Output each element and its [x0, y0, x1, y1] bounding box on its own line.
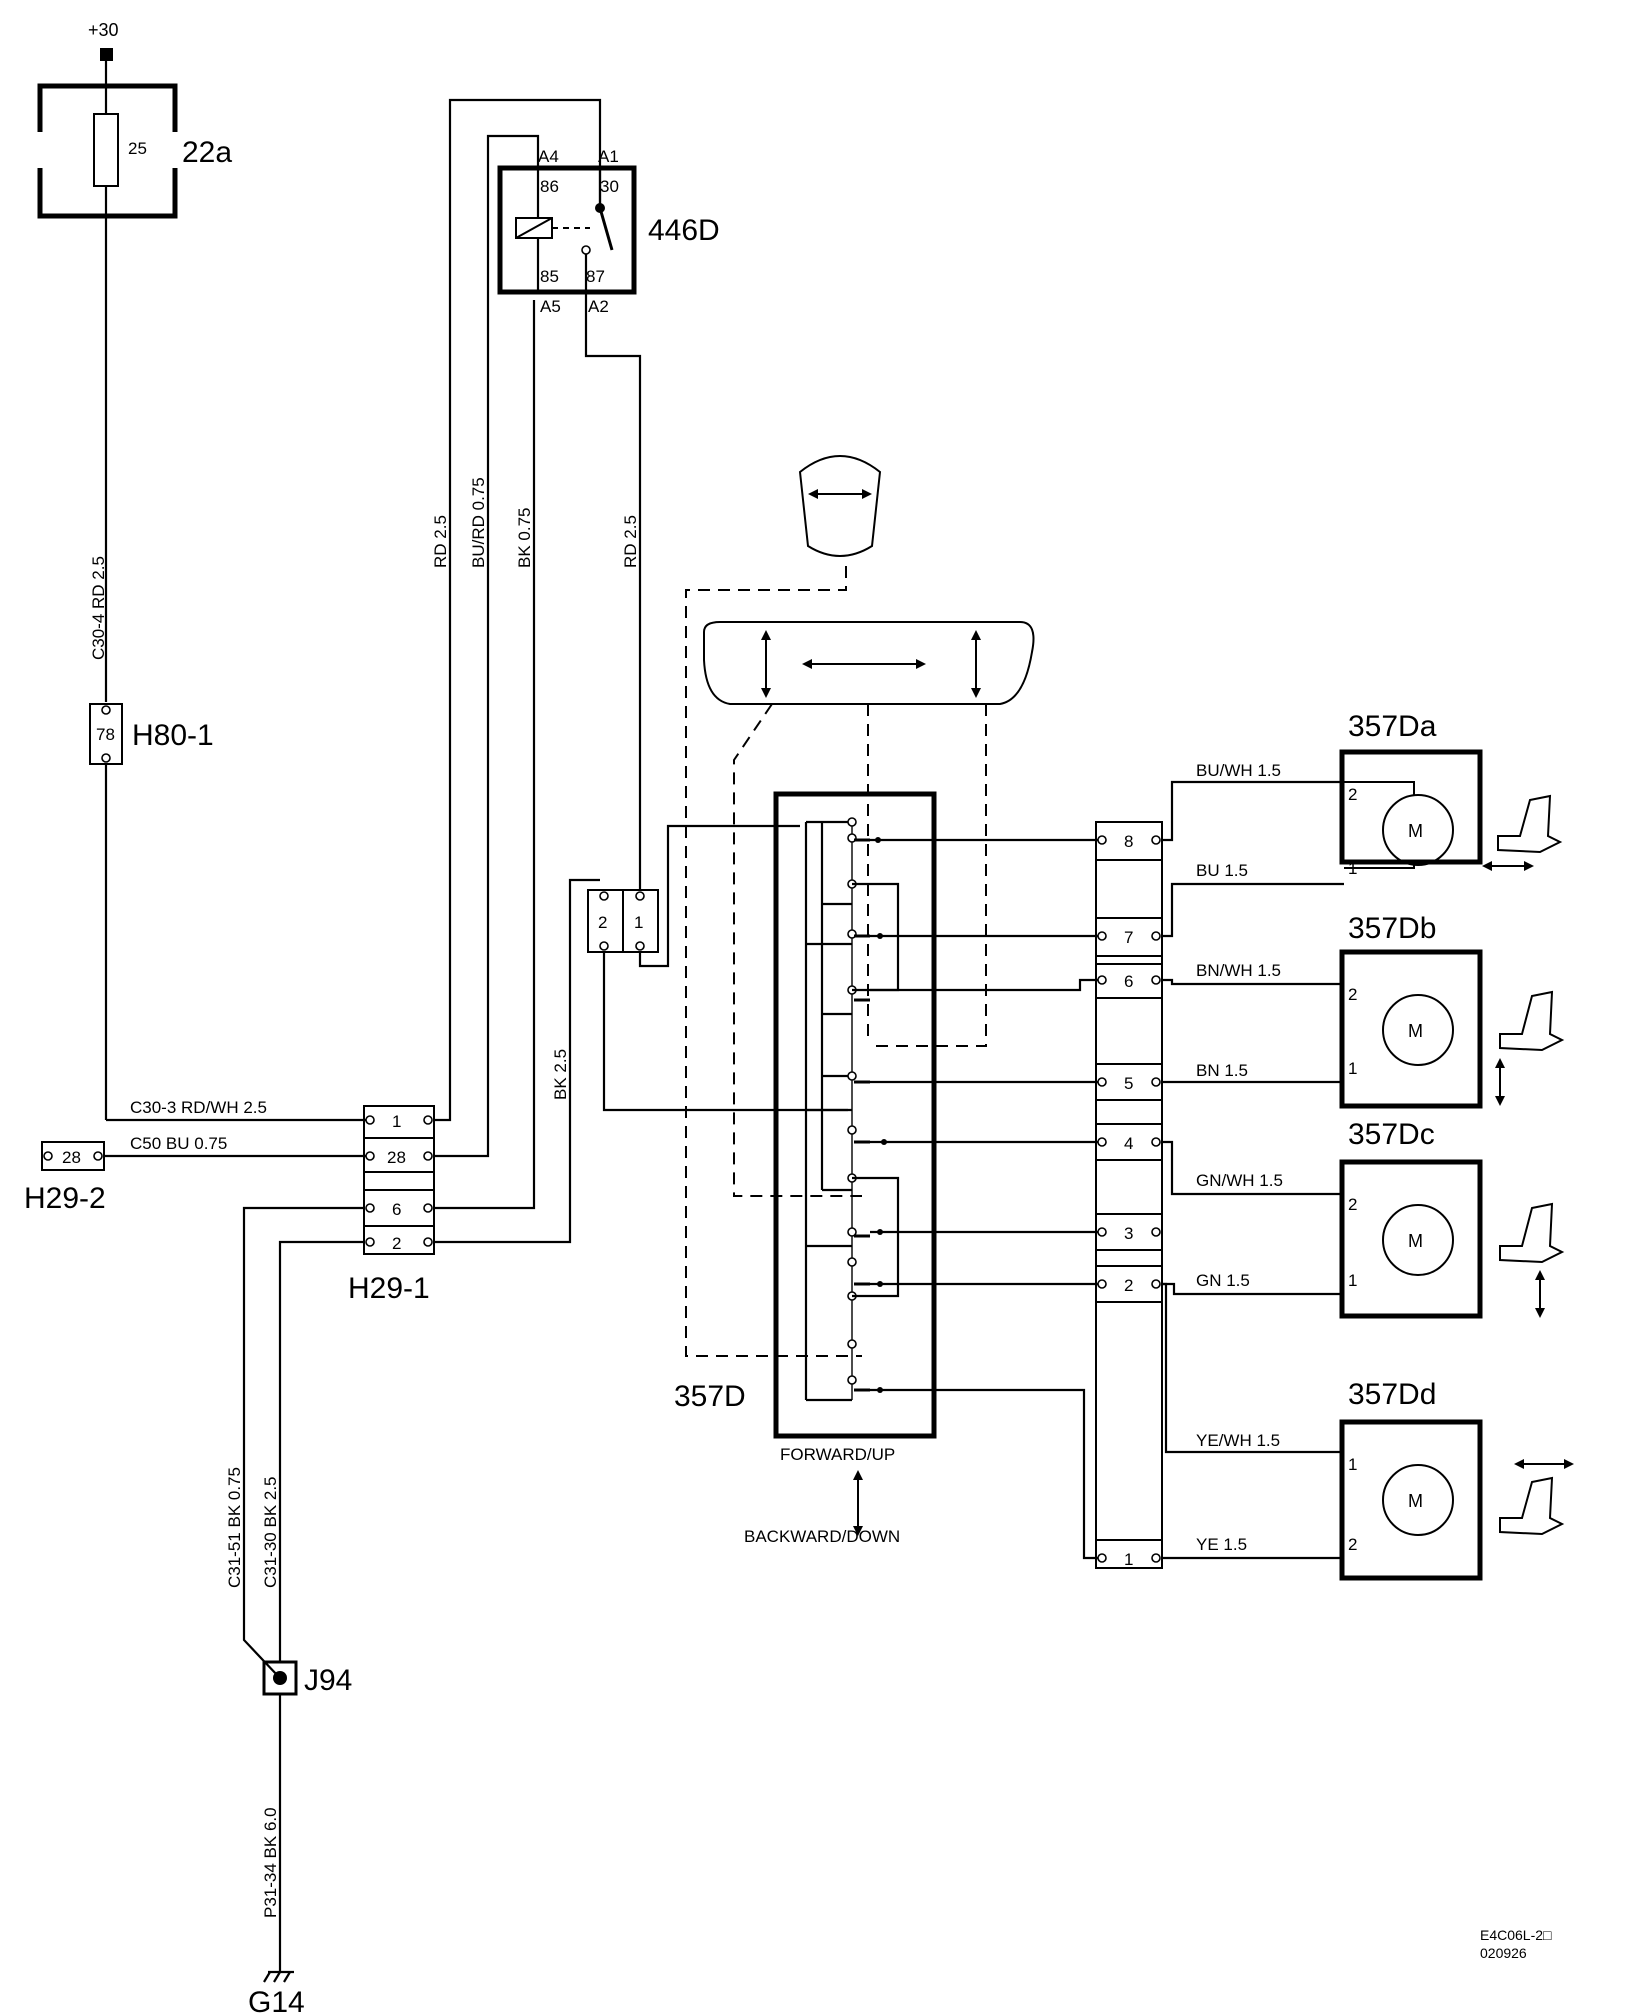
- wire-label-c50: C50 BU 0.75: [130, 1134, 227, 1153]
- relay-pin-85: 85: [540, 267, 559, 286]
- wire-gn: GN 1.5: [1196, 1271, 1250, 1290]
- motor-357dc: 357Dc M 2 1: [1339, 1118, 1483, 1319]
- relay-contact-87: [581, 245, 591, 255]
- seat-slide-icon: [1482, 794, 1563, 871]
- motor-357db-id: 357Db: [1348, 912, 1436, 945]
- motor-357dc-pin-bottom: 1: [1348, 1271, 1357, 1290]
- wire-label-c30-3: C30-3 RD/WH 2.5: [130, 1098, 267, 1117]
- label-forward-up: FORWARD/UP: [780, 1445, 895, 1464]
- motor-357dc-pin-top: 2: [1348, 1195, 1357, 1214]
- motor-357da-pin-top: 2: [1348, 785, 1357, 804]
- wire-bu-wh: BU/WH 1.5: [1196, 761, 1281, 780]
- h29-2-id: H29-2: [24, 1182, 106, 1215]
- connector-h29-1: 1 28 6 2 H29-1: [348, 1105, 435, 1305]
- relay-pin-87: 87: [586, 267, 605, 286]
- motor-357db-pin-bottom: 1: [1348, 1059, 1357, 1078]
- small-pin-2: 2: [598, 913, 607, 932]
- seat-cushion-icon: [703, 621, 1035, 705]
- switch-id: 357D: [674, 1380, 746, 1413]
- wire-label-rd-left: RD 2.5: [431, 515, 450, 568]
- terminal-pin-3: 3: [1124, 1224, 1133, 1243]
- motor-357da-symbol: M: [1408, 821, 1423, 841]
- terminal-pin-5: 5: [1124, 1074, 1133, 1093]
- motor-357dd-pin-top: 1: [1348, 1455, 1357, 1474]
- fuse-rating: 25: [128, 139, 147, 158]
- terminal-block: 8 7 6 5 4 3 2 1: [1095, 821, 1163, 1569]
- connector-small: 2 1: [587, 889, 659, 953]
- motor-357da-pin-bottom: 1: [1348, 859, 1357, 878]
- g14-id: G14: [248, 1986, 305, 2016]
- terminal-pin-6: 6: [1124, 972, 1133, 991]
- relay-pin-86: 86: [540, 177, 559, 196]
- terminal-pin-8: 8: [1124, 832, 1133, 851]
- motor-357db-pin-top: 2: [1348, 985, 1357, 1004]
- motor-357dc-id: 357Dc: [1348, 1118, 1435, 1151]
- terminal-pin-7: 7: [1124, 928, 1133, 947]
- supply-label: +30: [88, 20, 119, 40]
- splice-j94: J94: [262, 1660, 352, 1697]
- h80-pin: 78: [96, 725, 115, 744]
- h29-1-id: H29-1: [348, 1272, 430, 1305]
- h29-1-pin-6: 6: [392, 1200, 401, 1219]
- wire-label-c31-51: C31-51 BK 0.75: [225, 1467, 244, 1588]
- terminal-pin-1: 1: [1124, 1550, 1133, 1569]
- small-pin-1: 1: [634, 913, 643, 932]
- j94-id: J94: [304, 1664, 352, 1697]
- motor-357dd-pin-bottom: 2: [1348, 1535, 1357, 1554]
- fuse-id: 22a: [182, 136, 232, 169]
- relay-pin-30: 30: [600, 177, 619, 196]
- motor-357dd-id: 357Dd: [1348, 1378, 1436, 1411]
- wire-bn-wh: BN/WH 1.5: [1196, 961, 1281, 980]
- h29-1-pin-28: 28: [387, 1148, 406, 1167]
- motor-357db: 357Db M 2 1: [1339, 912, 1483, 1109]
- h29-2-pin: 28: [62, 1148, 81, 1167]
- motor-357db-symbol: M: [1408, 1021, 1423, 1041]
- relay-pin-a1: A1: [598, 147, 619, 166]
- wire-label-c30-4: C30-4 RD 2.5: [89, 556, 108, 660]
- wire-label-p31-34: P31-34 BK 6.0: [261, 1807, 280, 1918]
- relay-pin-a2: A2: [588, 297, 609, 316]
- relay-446d: A4 A1 86 30 85 87 A5 A2 446D: [497, 147, 720, 316]
- h80-id: H80-1: [132, 719, 214, 752]
- label-backward-down: BACKWARD/DOWN: [744, 1527, 900, 1546]
- connector-h80-1: 78 H80-1: [89, 703, 214, 765]
- wire-label-bk25: BK 2.5: [551, 1049, 570, 1100]
- fuse-element: [93, 113, 119, 187]
- wire-ye: YE 1.5: [1196, 1535, 1247, 1554]
- seat-recline-icon: [1499, 1459, 1574, 1536]
- relay-id: 446D: [648, 214, 720, 247]
- terminal-pin-2: 2: [1124, 1276, 1133, 1295]
- terminal-pin-4: 4: [1124, 1134, 1133, 1153]
- connector-h29-2: 28 H29-2: [24, 1141, 106, 1215]
- seat-height-front-icon: [1495, 990, 1565, 1106]
- motor-357dd-symbol: M: [1408, 1491, 1423, 1511]
- motor-357dd: 357Dd M 1 2: [1339, 1378, 1483, 1581]
- wire-label-bk075: BK 0.75: [515, 508, 534, 569]
- headrest-icon: [798, 455, 882, 557]
- wire-label-rd-right: RD 2.5: [621, 515, 640, 568]
- wire-ye-wh: YE/WH 1.5: [1196, 1431, 1280, 1450]
- doc-code-line1: E4C06L-2□: [1480, 1927, 1552, 1943]
- wire-bn: BN 1.5: [1196, 1061, 1248, 1080]
- wire-label-c31-30: C31-30 BK 2.5: [261, 1476, 280, 1588]
- ground-g14: G14: [248, 1970, 305, 2016]
- seat-height-rear-icon: [1499, 1202, 1565, 1318]
- relay-pin-a4: A4: [538, 147, 559, 166]
- wire-gn-wh: GN/WH 1.5: [1196, 1171, 1283, 1190]
- motor-357dc-symbol: M: [1408, 1231, 1423, 1251]
- supply-terminal: [100, 48, 113, 61]
- h29-1-pin-2: 2: [392, 1234, 401, 1253]
- wire-bu: BU 1.5: [1196, 861, 1248, 880]
- switch-357d: 357D: [674, 791, 937, 1439]
- motor-357da-id: 357Da: [1348, 710, 1437, 743]
- h29-1-pin-1: 1: [392, 1112, 401, 1131]
- wire-label-burd: BU/RD 0.75: [469, 477, 488, 568]
- fuse-22a: 25 22a: [37, 83, 232, 219]
- doc-code-line2: 020926: [1480, 1945, 1527, 1961]
- relay-pin-a5: A5: [540, 297, 561, 316]
- motor-357da: 357Da M 2 1: [1339, 710, 1483, 878]
